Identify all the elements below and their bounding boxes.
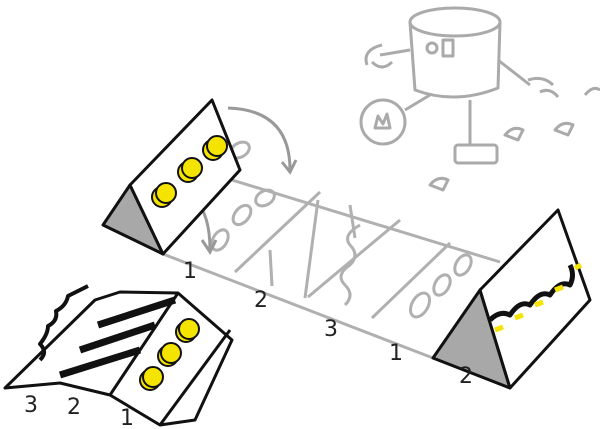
strip-label-4: 1 (389, 341, 403, 366)
model-label-2: 2 (67, 395, 81, 420)
right-prism (431, 208, 592, 390)
strip-label-2: 2 (254, 288, 268, 313)
folded-model (3, 284, 234, 427)
left-prism (101, 98, 242, 256)
strip-label-1: 1 (183, 259, 197, 284)
robot-illustration (359, 6, 600, 192)
flat-strip (151, 106, 501, 360)
strip-label-5: 2 (459, 364, 473, 389)
model-label-3: 3 (24, 393, 38, 418)
strip-label-3: 3 (324, 317, 338, 342)
model-label-1: 1 (120, 406, 134, 429)
